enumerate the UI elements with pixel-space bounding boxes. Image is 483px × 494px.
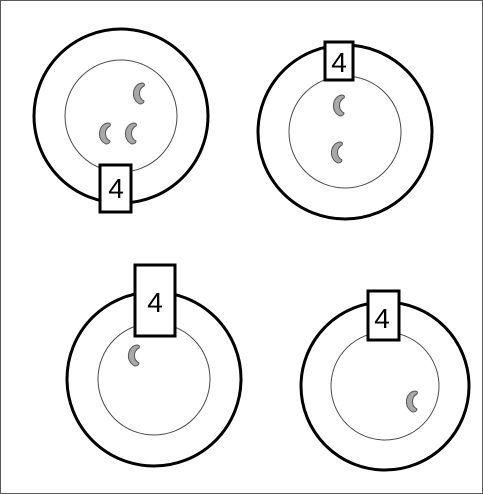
plate-1-label: 4 bbox=[108, 173, 124, 204]
plate-1[interactable]: 4 bbox=[34, 29, 208, 212]
plate-3-label: 4 bbox=[147, 287, 163, 318]
plate-4-label: 4 bbox=[374, 303, 390, 334]
plate-4[interactable]: 4 bbox=[301, 291, 469, 470]
plate-2-label: 4 bbox=[331, 47, 347, 78]
plate-3[interactable]: 4 bbox=[67, 265, 241, 466]
plate-2[interactable]: 4 bbox=[258, 42, 432, 219]
